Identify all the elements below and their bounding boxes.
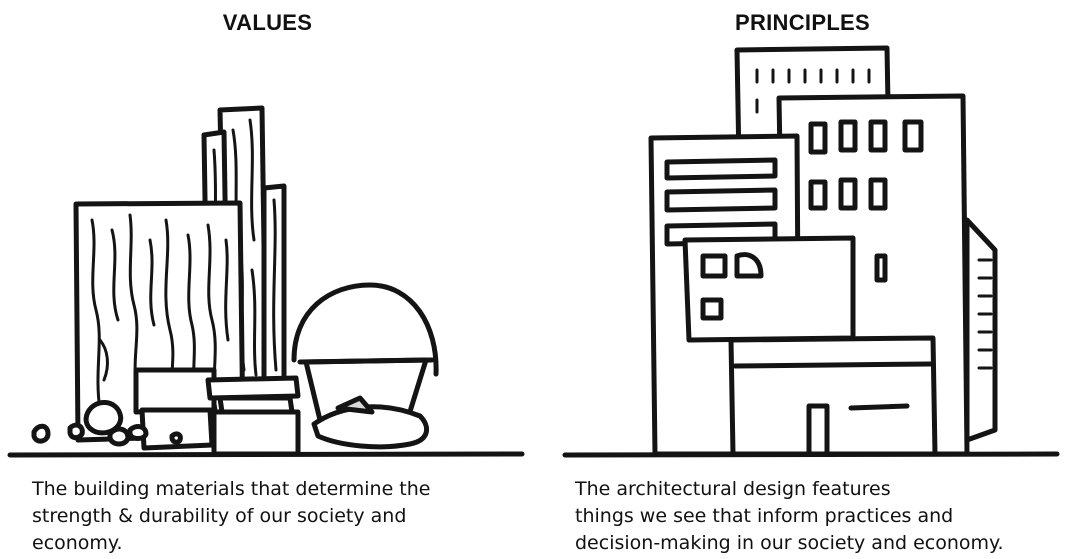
- bucket-handle: [291, 282, 439, 377]
- rock-2: [67, 422, 85, 441]
- concrete-block: [211, 409, 301, 457]
- values-heading: VALUES: [222, 10, 313, 35]
- principles-caption: The architectural design features things…: [575, 478, 1004, 554]
- brick-stack: [133, 367, 217, 415]
- rock-5: [127, 424, 149, 441]
- building-lower: [728, 335, 938, 457]
- principles-heading: PRINCIPLES: [734, 10, 871, 35]
- principles-panel: PRINCIPLES: [535, 0, 1070, 559]
- stone-slab: [205, 375, 301, 401]
- tower-right-windows: [808, 119, 924, 283]
- rock-4: [107, 426, 131, 447]
- values-panel: VALUES: [7, 10, 525, 554]
- rock-6: [169, 431, 183, 445]
- buildings-illustration: [562, 45, 1060, 458]
- building-materials-illustration: [7, 105, 525, 458]
- values-caption: The building materials that determine th…: [32, 478, 431, 554]
- rock-1: [31, 423, 51, 444]
- building-middle: [682, 235, 856, 343]
- side-wing: [964, 217, 998, 443]
